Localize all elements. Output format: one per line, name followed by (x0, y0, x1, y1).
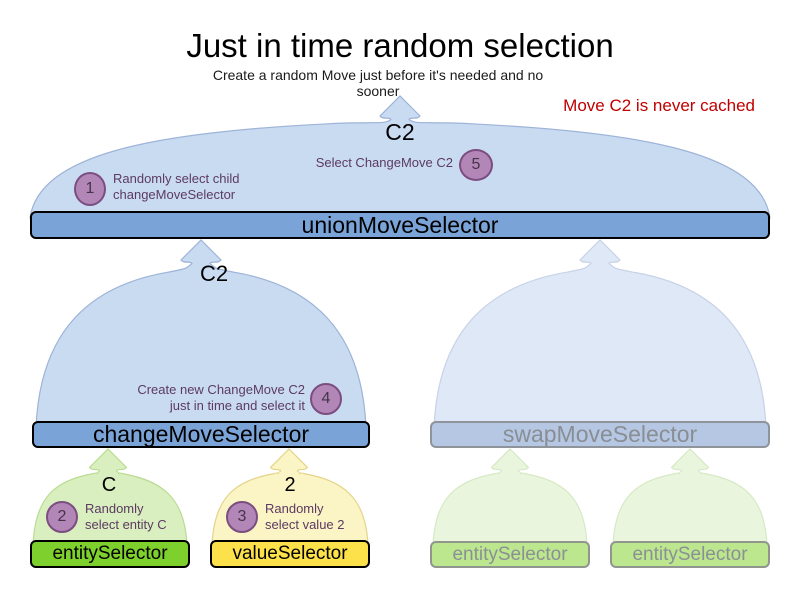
diagram-title: Just in time random selection (186, 27, 614, 64)
cached-move-label-union: C2 (385, 119, 415, 145)
change-move-selector-dome (35, 239, 367, 429)
step-1-badge: 1 (74, 172, 106, 206)
step-5-annotation: Select ChangeMove C2 (316, 155, 453, 171)
step-2-line-1: Randomly (85, 501, 144, 516)
step-5-line-1: Select ChangeMove C2 (315, 155, 453, 170)
value-selector-bar: valueSelector (210, 540, 370, 568)
swap-move-selector-bar: swapMoveSelector (430, 421, 770, 448)
never-cached-note: Move C2 is never cached (563, 96, 755, 115)
step-3-line-2: select value 2 (265, 516, 345, 532)
entity-selector-faded-bar-1: entitySelector (430, 541, 590, 568)
change-move-selector-bar: changeMoveSelector (32, 421, 370, 448)
entity-selector-bar: entitySelector (30, 540, 190, 568)
step-5-badge: 5 (459, 149, 493, 181)
cached-entity-label: C (101, 474, 117, 496)
step-4-line-2: just in time and select it (169, 397, 305, 413)
step-2-annotation: Randomly select entity C (85, 501, 167, 532)
step-2-badge: 2 (46, 501, 78, 533)
swap-move-selector-dome (433, 239, 767, 429)
step-2-line-2: select entity C (85, 516, 167, 532)
step-1-annotation: Randomly select child changeMoveSelector (113, 171, 239, 202)
cached-move-label-change: C2 (199, 261, 229, 286)
entity-selector-faded-dome-2 (612, 448, 768, 547)
cached-value-label: 2 (284, 474, 296, 496)
step-4-annotation: Create new ChangeMove C2 just in time an… (137, 382, 305, 413)
step-3-badge: 3 (226, 501, 258, 533)
union-move-selector-bar: unionMoveSelector (30, 211, 770, 239)
entity-selector-faded-bar-2: entitySelector (610, 541, 770, 568)
entity-selector-faded-dome-1 (432, 448, 588, 547)
step-3-line-1: Randomly (265, 501, 324, 516)
step-4-line-1: Create new ChangeMove C2 (137, 382, 305, 397)
step-4-badge: 4 (310, 383, 342, 415)
step-1-line-2: changeMoveSelector (113, 186, 236, 202)
step-1-line-1: Randomly select child (113, 171, 240, 186)
union-move-selector-dome (29, 95, 771, 219)
step-3-annotation: Randomly select value 2 (265, 501, 345, 532)
diagram-subtitle: Create a random Move just before it's ne… (212, 67, 544, 99)
